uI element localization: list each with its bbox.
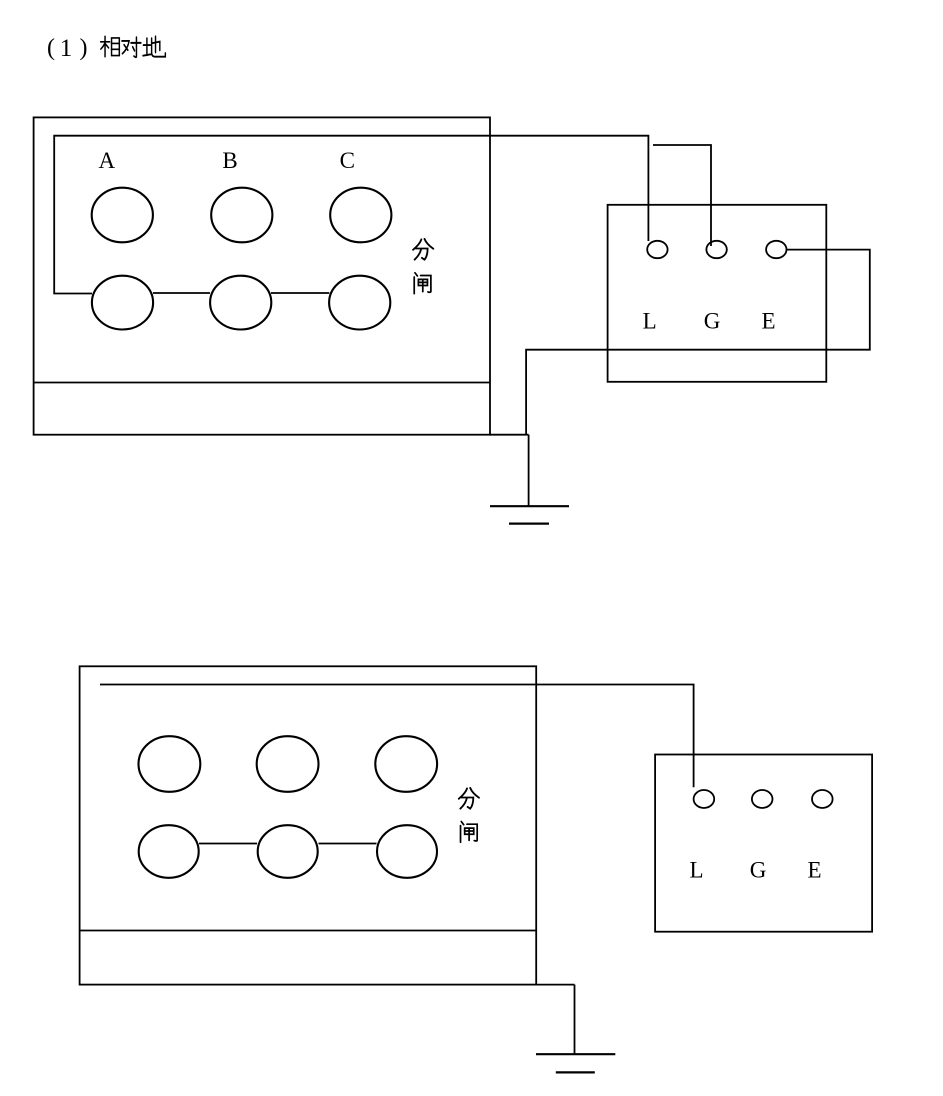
svg-text:E: E bbox=[761, 309, 775, 334]
svg-text:G: G bbox=[704, 309, 721, 334]
svg-text:(: ( bbox=[47, 35, 55, 61]
svg-text:G: G bbox=[750, 858, 767, 883]
svg-text:B: B bbox=[222, 148, 237, 173]
svg-text:1: 1 bbox=[60, 35, 73, 62]
svg-text:C: C bbox=[340, 148, 355, 173]
svg-text:A: A bbox=[98, 148, 115, 173]
svg-text:L: L bbox=[689, 858, 703, 883]
svg-text:L: L bbox=[643, 309, 657, 334]
svg-text:E: E bbox=[807, 858, 821, 883]
svg-text:): ) bbox=[80, 35, 88, 61]
